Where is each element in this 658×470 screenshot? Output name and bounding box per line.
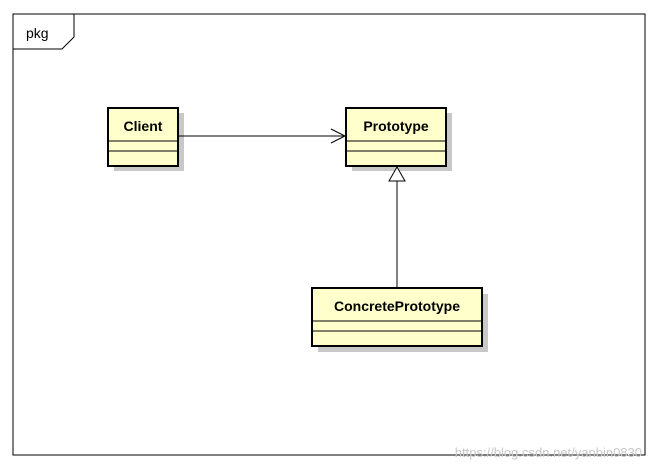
generalization-concrete-prototype (388, 165, 406, 288)
package-label: pkg (26, 25, 49, 41)
class-concrete-prototype[interactable]: ConcretePrototype (311, 287, 488, 352)
class-box (345, 107, 447, 167)
class-name-client: Client (124, 118, 163, 134)
hollow-triangle-icon (388, 165, 406, 182)
open-arrowhead-icon (330, 128, 347, 144)
class-box (107, 107, 179, 167)
class-box (311, 287, 483, 347)
association-client-prototype (178, 128, 347, 144)
class-name-prototype: Prototype (363, 118, 429, 134)
watermark-text: https://blog.csdn.net/yanbin0830 (455, 445, 642, 460)
class-client[interactable]: Client (107, 107, 184, 171)
class-prototype[interactable]: Prototype (345, 107, 452, 171)
class-name-concrete-prototype: ConcretePrototype (334, 298, 460, 314)
package-frame: pkg (12, 13, 646, 456)
